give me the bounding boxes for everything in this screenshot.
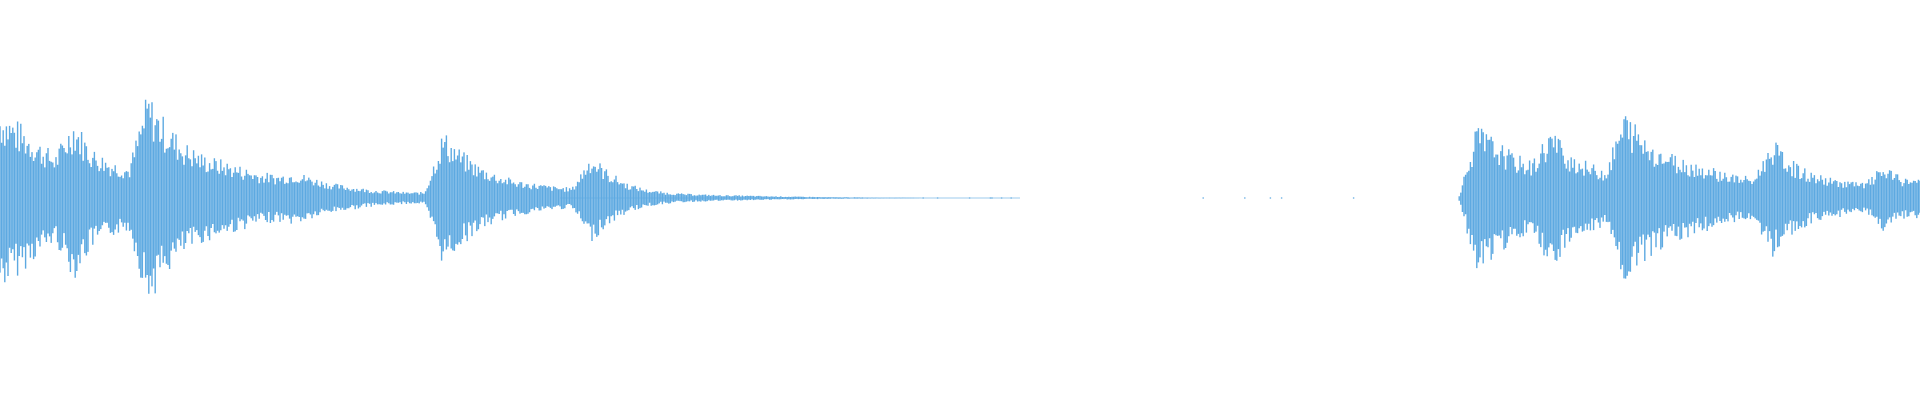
waveform-samples <box>0 99 1920 294</box>
